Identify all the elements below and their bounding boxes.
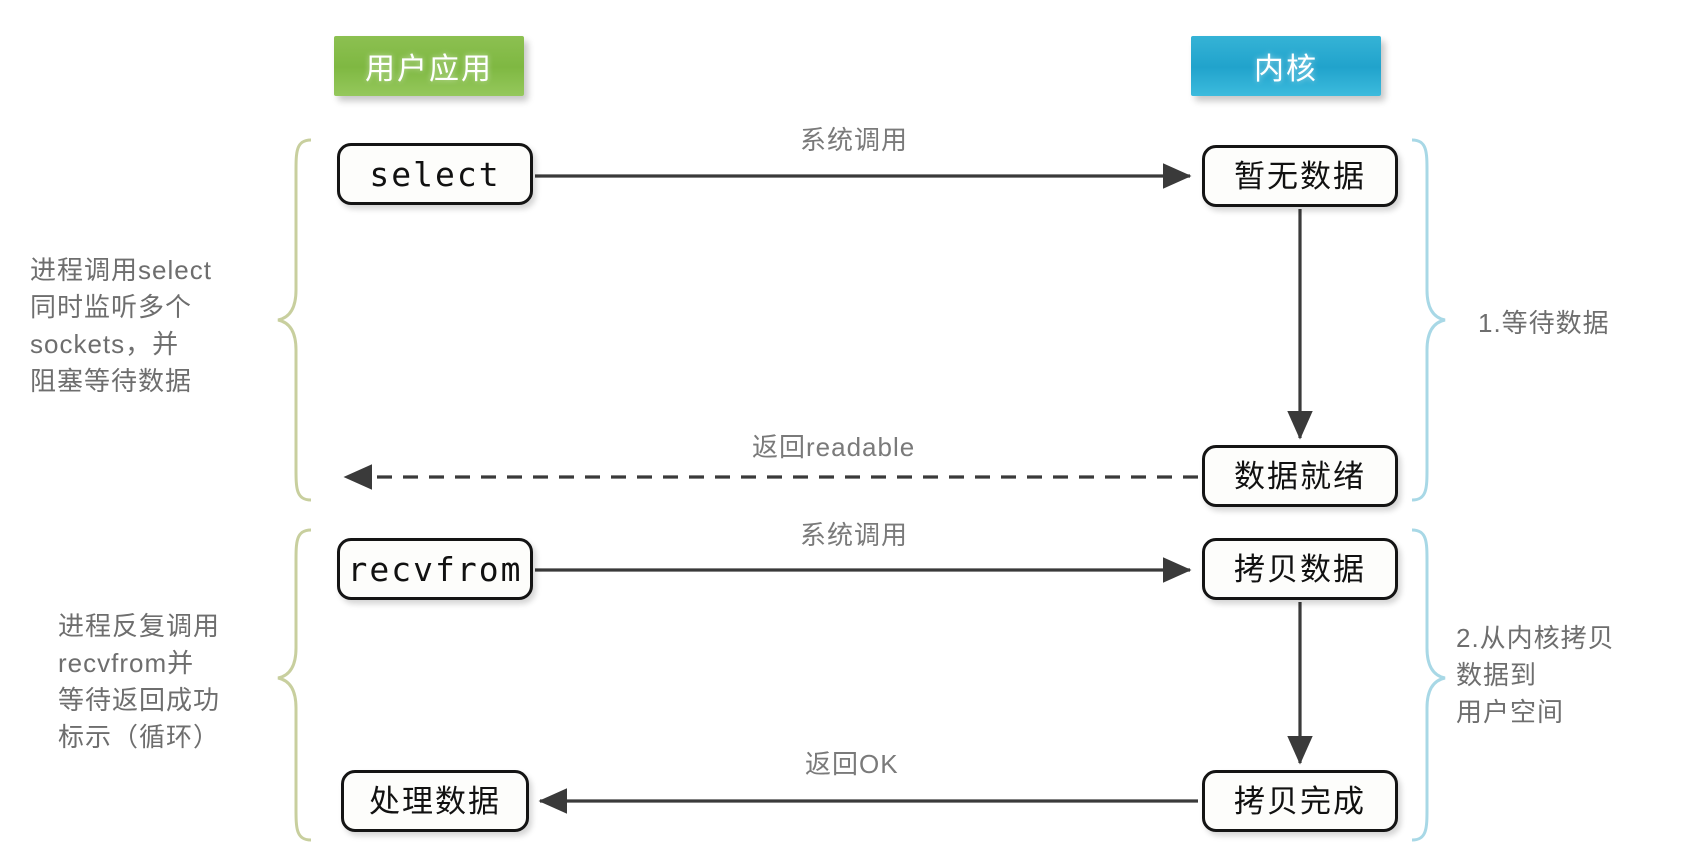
node-recvfrom-label: recvfrom [347, 549, 523, 589]
node-select-label: select [369, 154, 501, 194]
node-no-data: 暂无数据 [1202, 145, 1398, 207]
note-right-phase1: 1.等待数据 [1478, 308, 1610, 338]
node-no-data-label: 暂无数据 [1234, 158, 1366, 194]
edge-label-return-ok: 返回OK [805, 749, 899, 779]
node-copying-data: 拷贝数据 [1202, 538, 1398, 600]
column-header-user-label: 用户应用 [365, 53, 493, 86]
node-select: select [337, 143, 533, 205]
column-header-kernel: 内核 [1191, 36, 1381, 96]
edge-label-syscall-1: 系统调用 [800, 125, 909, 155]
column-header-kernel-label: 内核 [1254, 53, 1318, 86]
edge-label-syscall-2: 系统调用 [800, 520, 909, 550]
note-left-phase1: 进程调用select 同时监听多个 sockets，并 阻塞等待数据 [30, 255, 212, 396]
node-copy-done-label: 拷贝完成 [1234, 783, 1366, 819]
note-left-phase2: 进程反复调用 recvfrom并 等待返回成功 标示（循环） [58, 611, 221, 752]
note-right-phase2: 2.从内核拷贝 数据到 用户空间 [1456, 623, 1615, 727]
node-copying-data-label: 拷贝数据 [1234, 551, 1366, 587]
brace-right-phase2 [1411, 528, 1446, 842]
column-header-user: 用户应用 [334, 36, 524, 96]
node-data-ready: 数据就绪 [1202, 445, 1398, 507]
node-data-ready-label: 数据就绪 [1234, 458, 1366, 494]
node-recvfrom: recvfrom [337, 538, 533, 600]
node-copy-done: 拷贝完成 [1202, 770, 1398, 832]
edge-label-return-readable: 返回readable [752, 432, 916, 462]
brace-right-phase1 [1411, 138, 1446, 502]
node-process-data-label: 处理数据 [369, 783, 501, 819]
node-process-data: 处理数据 [341, 770, 529, 832]
